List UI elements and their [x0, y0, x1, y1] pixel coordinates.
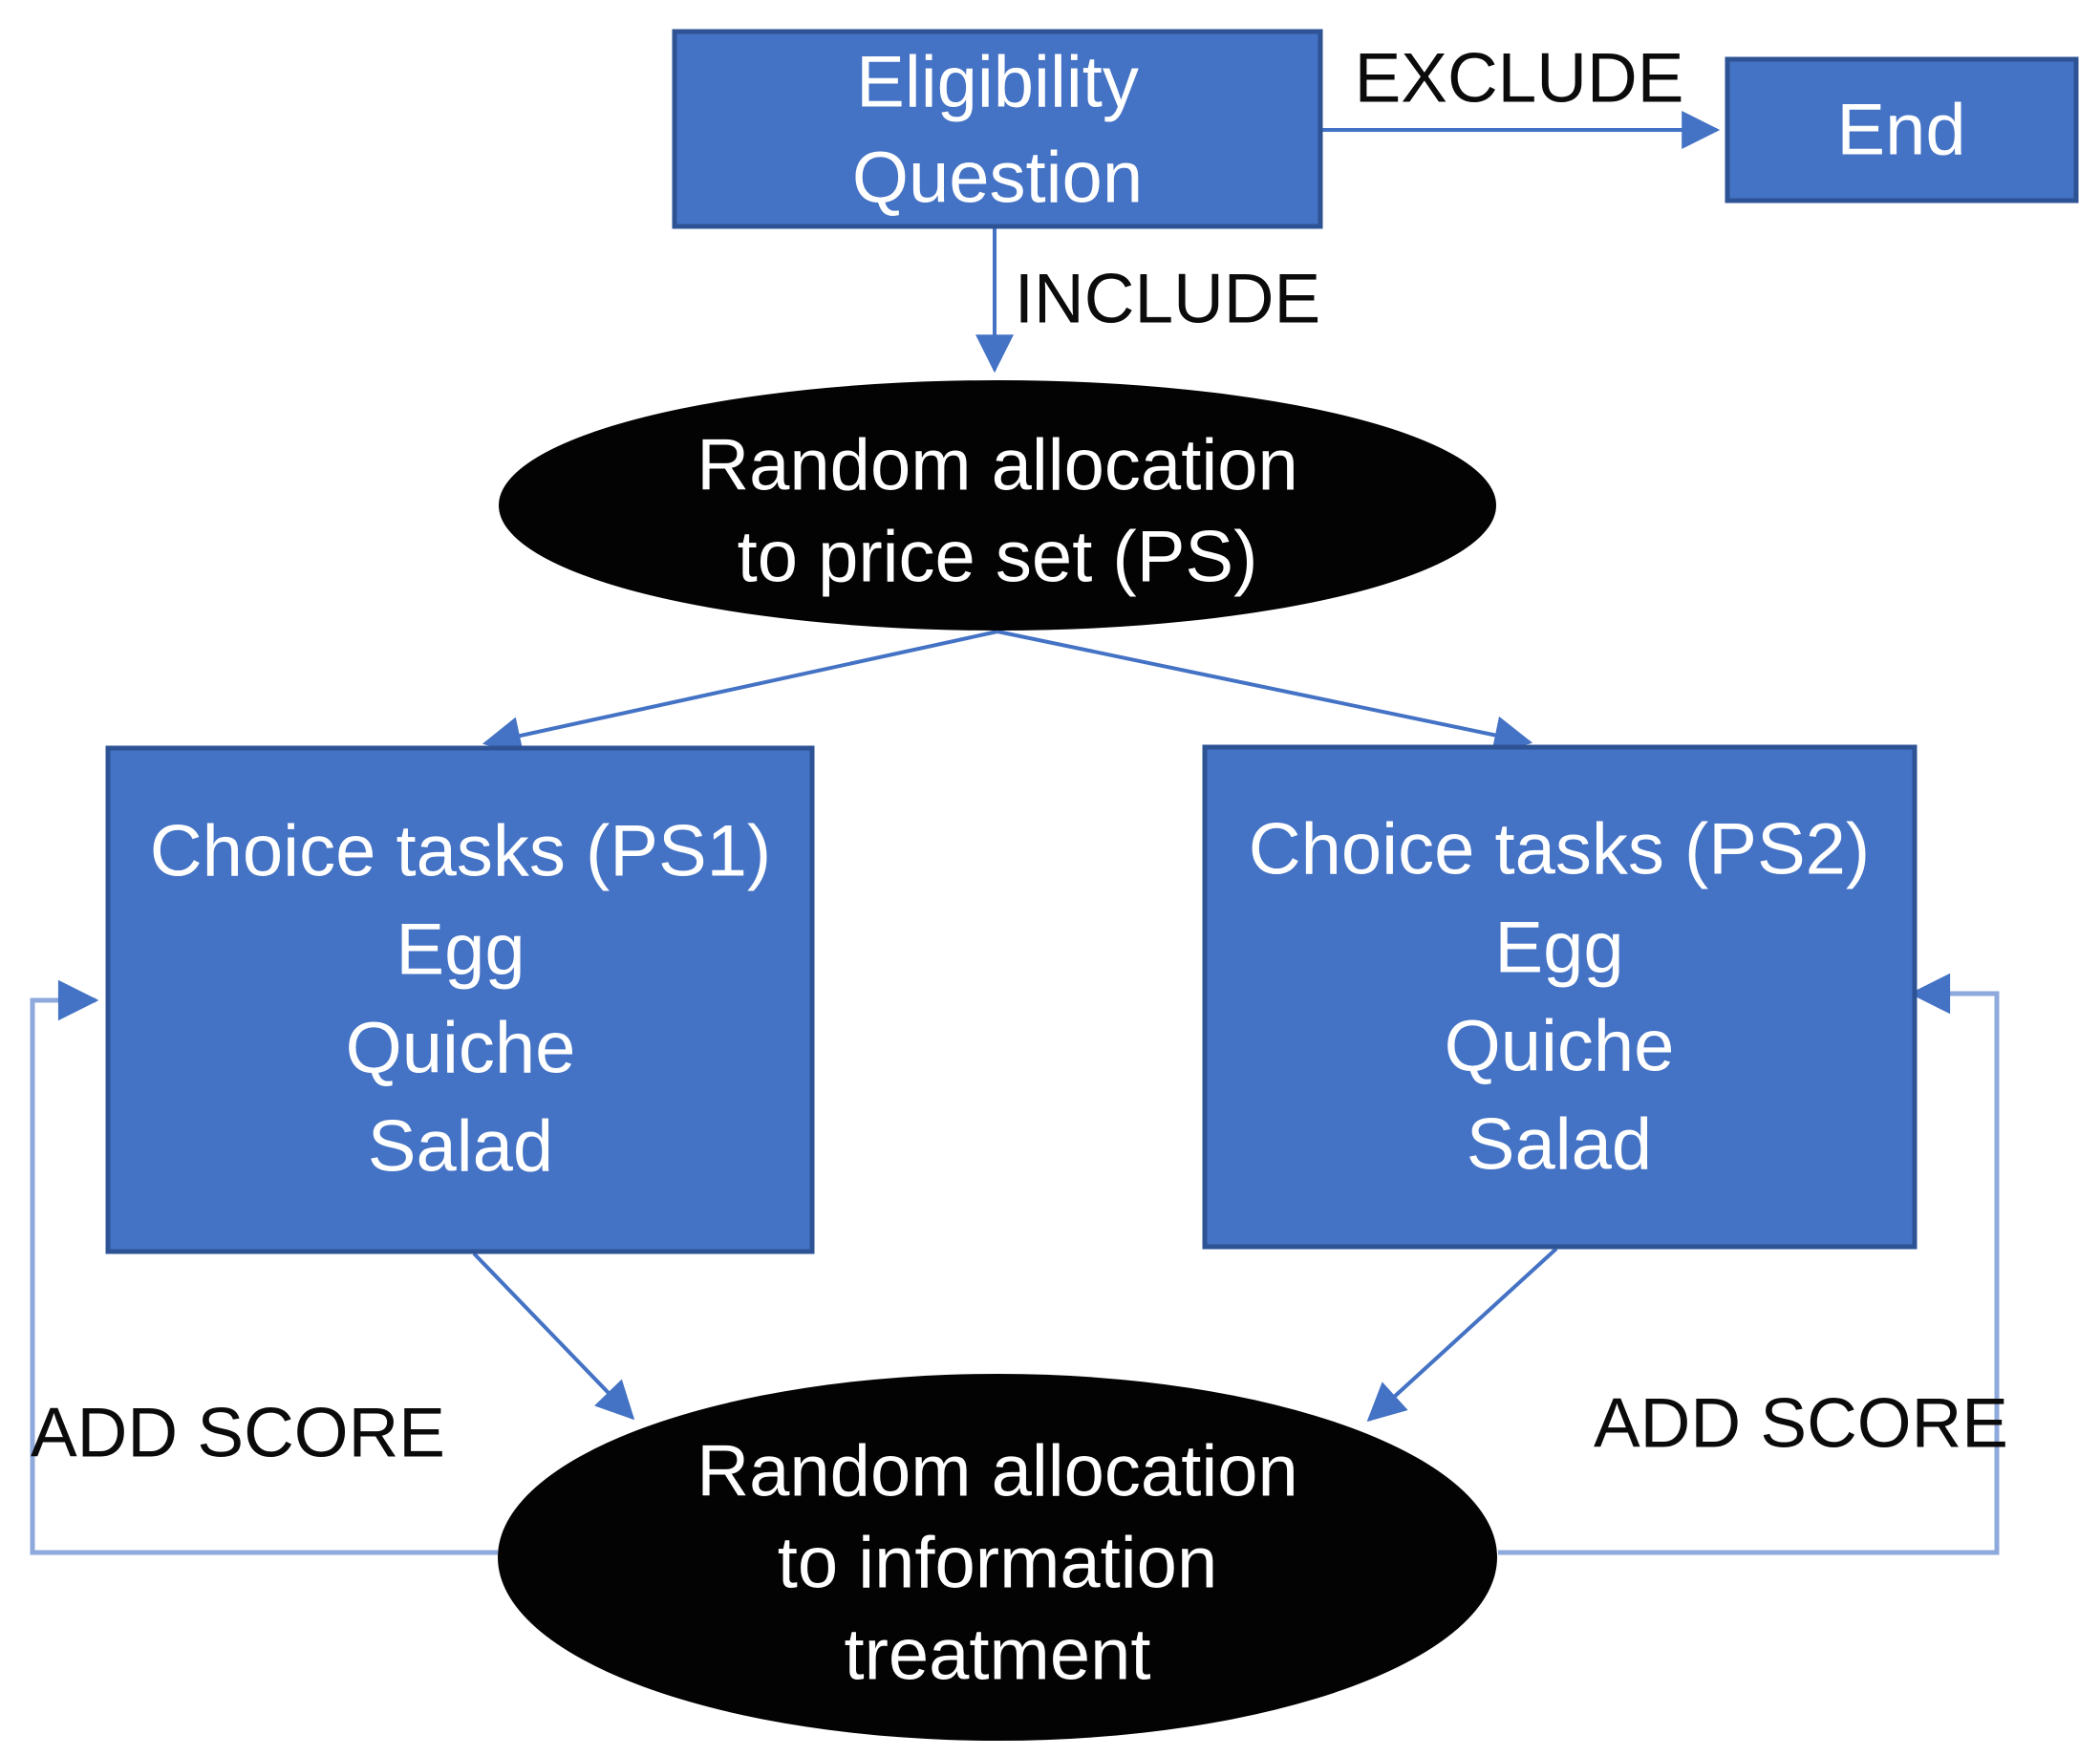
node-eligibility-question: Eligibility Question [672, 29, 1323, 229]
choice-tasks-ps1-label-line3: Quiche [346, 1008, 576, 1089]
choice-tasks-ps2-label-line2: Egg [1494, 908, 1623, 989]
choice-tasks-ps2-label-line4: Salad [1467, 1104, 1652, 1186]
choice-tasks-ps2-label-line1: Choice tasks (PS2) [1249, 809, 1870, 890]
end-box [1725, 56, 2079, 203]
node-price-set-allocation: Random allocation to price set (PS) [499, 380, 1496, 631]
arrow-allocation-to-ps1 [482, 630, 998, 755]
choice-tasks-ps1-label-line4: Salad [368, 1106, 553, 1188]
arrow-allocation-to-ps2 [996, 630, 1533, 755]
price-set-allocation-label-line2: to price set (PS) [738, 517, 1258, 598]
info-treatment-allocation-label-line1: Random allocation [696, 1431, 1298, 1512]
price-set-allocation-label-line1: Random allocation [696, 425, 1298, 506]
node-choice-tasks-ps2: Choice tasks (PS2) Egg Quiche Salad [1202, 744, 1918, 1250]
info-treatment-allocation-label-line3: treatment [844, 1615, 1150, 1696]
add-score-left-label: ADD SCORE [31, 1395, 445, 1472]
include-edge-label: INCLUDE [1015, 261, 1320, 338]
info-treatment-allocation-ellipse [498, 1374, 1497, 1741]
node-info-treatment-allocation: Random allocation to information treatme… [498, 1374, 1497, 1741]
node-end: End [1725, 56, 2079, 203]
end-label: End [1836, 90, 1965, 171]
choice-tasks-ps2-box [1202, 744, 1918, 1250]
arrow-ps2-to-info-allocation [1366, 1247, 1558, 1423]
price-set-allocation-ellipse [499, 380, 1496, 631]
choice-tasks-ps1-box [105, 745, 815, 1254]
exclude-edge-label: EXCLUDE [1355, 40, 1684, 118]
info-treatment-allocation-label-line2: to information [778, 1523, 1217, 1604]
loop-add-score-right [1498, 973, 2000, 1555]
eligibility-question-box [672, 29, 1323, 229]
choice-tasks-ps1-label-line1: Choice tasks (PS1) [150, 811, 771, 892]
arrow-ps1-to-info-allocation [472, 1252, 635, 1421]
eligibility-question-label-line2: Question [852, 138, 1143, 219]
node-choice-tasks-ps1: Choice tasks (PS1) Egg Quiche Salad [105, 745, 815, 1254]
choice-tasks-ps2-label-line3: Quiche [1445, 1006, 1675, 1087]
choice-tasks-ps1-label-line2: Egg [396, 910, 525, 991]
add-score-right-label: ADD SCORE [1594, 1385, 2008, 1463]
loop-add-score-left [30, 979, 498, 1555]
eligibility-question-label-line1: Eligibility [856, 42, 1139, 123]
